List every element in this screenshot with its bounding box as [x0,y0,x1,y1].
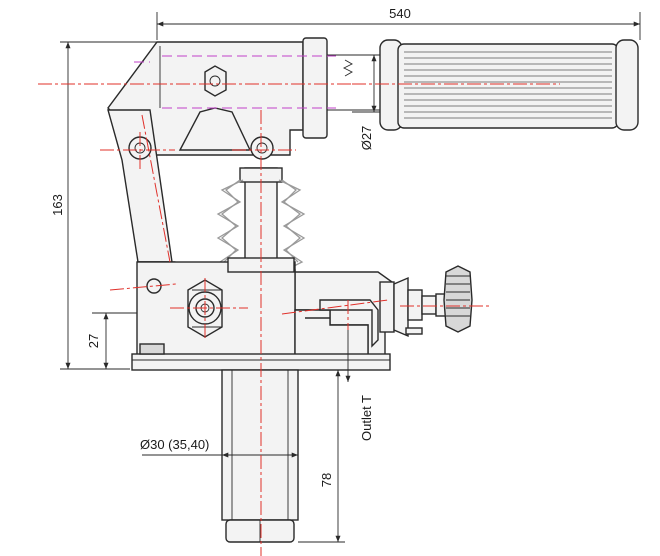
handle-grip [326,39,639,131]
dimension-overall-length: 540 [156,6,641,40]
dimension-plunger-diameter-text: Ø30 (35,40) [140,437,209,452]
dimension-plunger-length-text: 78 [319,473,334,487]
dimension-plunger-length: 78 [298,370,345,543]
pivot-pin-upper-right [250,136,274,160]
valve-knob [443,265,473,333]
lever-link [107,109,274,263]
dimension-height-text: 163 [50,194,65,216]
centerlines [38,83,560,556]
release-valve [379,265,473,338]
body-bolt-hole [146,278,162,294]
plunger-cylinder [221,369,299,543]
hidden-lines-lever [134,55,336,109]
dimension-handle-diameter: Ø27 [352,54,380,151]
lever-head [107,37,328,156]
dimension-base-height-text: 27 [86,334,101,348]
bellows-left [216,179,244,273]
dimension-height: 163 [50,41,160,370]
outlet-t-label: Outlet T [359,395,374,441]
outlet-t-callout: Outlet T [345,328,374,441]
grip-ridges [404,51,612,119]
dimension-overall-length-text: 540 [389,6,411,21]
dimension-plunger-diameter: Ø30 (35,40) [140,437,298,458]
pump-body [136,257,393,361]
bellows-right [278,179,306,273]
dimension-handle-diameter-text: Ø27 [359,126,374,151]
